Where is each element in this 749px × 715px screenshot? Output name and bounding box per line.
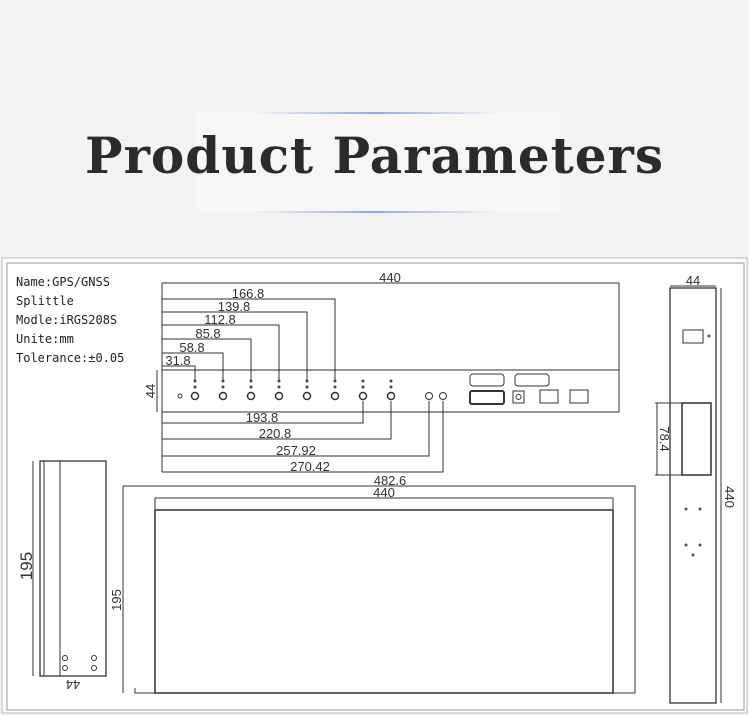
dim-top: 112.8	[204, 312, 236, 327]
spec-model: Modle:iRGS208S	[16, 313, 117, 327]
side-panel	[669, 287, 717, 704]
db9-connector-icon	[514, 373, 550, 387]
side-window	[681, 402, 712, 476]
indicator-dot-icon	[249, 385, 253, 389]
rj45-port-icon	[539, 389, 559, 404]
indicator-dot-icon	[193, 379, 197, 383]
indicator-dot-icon	[277, 385, 281, 389]
dim-bottom: 193.8	[246, 410, 279, 425]
indicator-dot-icon	[221, 379, 225, 383]
side-view-right: 44 440 78.4	[655, 273, 737, 704]
dim-left-depth: 195	[17, 552, 36, 580]
dim-left-width: 44	[66, 677, 80, 692]
front-view: 440 166.8 139.8 112.8 85.8 58.8 31.8 44 …	[143, 270, 620, 474]
bnc-port-icon	[302, 391, 312, 401]
port-group	[190, 379, 396, 401]
dim-top: 139.8	[218, 299, 251, 314]
title-banner	[198, 112, 560, 212]
bnc-port-icon	[246, 391, 256, 401]
led-icon	[177, 393, 183, 399]
dim-width: 440	[379, 270, 401, 285]
banner-line-bottom	[250, 211, 500, 213]
indicator-dot-icon	[389, 385, 393, 389]
indicator-dot-icon	[389, 379, 393, 383]
indicator-dot-icon	[277, 379, 281, 383]
bnc-port-icon	[358, 391, 368, 401]
rj45-port-icon	[569, 389, 589, 404]
antenna-port-icon	[439, 392, 447, 400]
indicator-dot-icon	[333, 385, 337, 389]
indicator-dot-icon	[305, 379, 309, 383]
bnc-port-icon	[386, 391, 396, 401]
page-title: Product Parameters	[84, 126, 665, 185]
top-view: 482.6 440 195	[109, 473, 636, 694]
side-view-left: 195 44	[17, 460, 107, 692]
spec-unit: Unite:mm	[16, 332, 74, 346]
dim-overall-width: 482.6	[374, 473, 407, 488]
bnc-port-icon	[330, 391, 340, 401]
indicator-dot-icon	[193, 385, 197, 389]
dim-height: 44	[143, 384, 158, 398]
indicator-dot-icon	[361, 379, 365, 383]
db9-connector-icon	[469, 373, 505, 387]
spec-tolerance: Tolerance:±0.05	[16, 351, 124, 365]
spec-name-cont: Splittle	[16, 294, 74, 308]
bnc-port-icon	[274, 391, 284, 401]
chassis-top	[154, 509, 614, 694]
dim-top: 58.8	[179, 340, 204, 355]
spec-name: Name:GPS/GNSS	[16, 275, 110, 289]
dim-side-width: 44	[686, 273, 700, 288]
dim-top: 166.8	[232, 286, 265, 301]
dim-top: 31.8	[165, 353, 190, 368]
indicator-dot-icon	[221, 385, 225, 389]
bnc-port-icon	[218, 391, 228, 401]
bnc-port-icon	[190, 391, 200, 401]
dim-side-length: 440	[722, 486, 737, 508]
indicator-dot-icon	[333, 379, 337, 383]
dim-depth: 195	[109, 589, 124, 611]
indicator-dot-icon	[305, 385, 309, 389]
banner-line-top	[250, 112, 500, 114]
indicator-dot-icon	[361, 385, 365, 389]
dim-top: 85.8	[195, 326, 220, 341]
dim-bottom: 257.92	[276, 443, 316, 458]
db9-connector-icon	[469, 390, 505, 405]
drawing-frame-inner	[6, 262, 745, 711]
dim-bottom: 270.42	[290, 459, 330, 474]
indicator-dot-icon	[249, 379, 253, 383]
side-panel-left	[39, 460, 107, 677]
antenna-port-icon	[425, 392, 433, 400]
dim-window: 78.4	[657, 426, 672, 451]
power-jack-icon	[512, 390, 525, 404]
dim-width: 440	[373, 485, 395, 500]
dim-bottom: 220.8	[259, 426, 292, 441]
